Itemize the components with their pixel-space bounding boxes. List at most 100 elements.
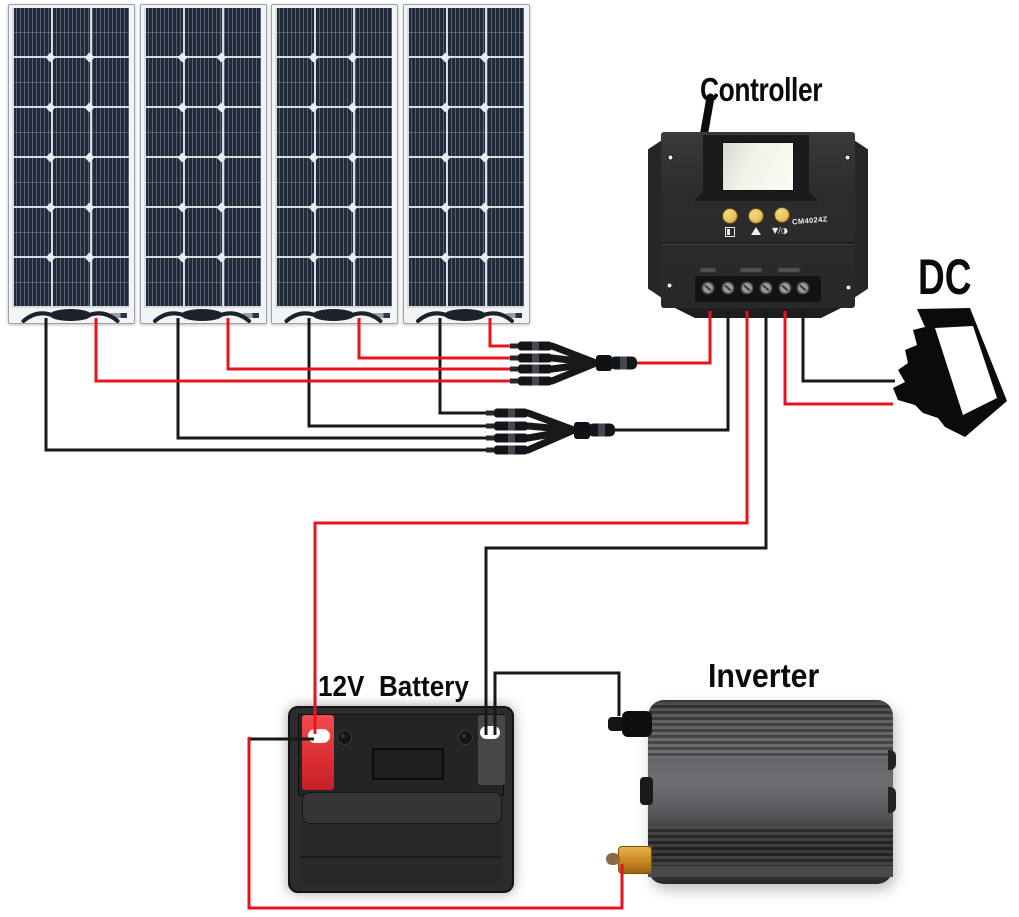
cell-diamond: [308, 102, 319, 113]
mc4-positive-output: [610, 356, 637, 370]
cell-diamond: [84, 52, 95, 63]
inverter-negative-terminal: [622, 711, 652, 737]
controller-mount-flange-right: [851, 138, 868, 300]
cell-diamond: [216, 252, 226, 263]
branch-arm: [524, 426, 578, 454]
mc4-positive-branch-body: [596, 355, 612, 371]
cell-diamond: [347, 252, 358, 263]
solar-panel-3: [271, 4, 398, 324]
controller-lcd-screen: [722, 142, 794, 191]
branch-arm: [548, 359, 600, 385]
cell-diamond: [440, 202, 450, 213]
panel-cells: [12, 8, 129, 308]
inverter-top-ribs: [648, 702, 893, 758]
controller-mount-hole: [666, 282, 673, 289]
mc4-positive-input-2: [518, 353, 552, 363]
cell-diamond: [347, 152, 358, 163]
controller-button-1: [723, 209, 737, 223]
mc4-positive-input-2-tip: [510, 355, 518, 361]
battery-label: 12V Battery: [318, 671, 469, 703]
cell-diamond: [308, 152, 319, 163]
inverter-bottom-ribs: [648, 826, 893, 866]
cell-diamond: [45, 152, 56, 163]
mc4-positive-output-ring: [620, 356, 627, 370]
mc4-negative-input-1-ring: [508, 408, 515, 418]
cell-diamond: [177, 102, 187, 113]
wire-panel3-negative: [307, 318, 496, 428]
battery-negative-slot: [480, 726, 500, 739]
wire-panel1-negative: [44, 318, 496, 452]
inverter-label: Inverter: [708, 657, 820, 694]
cell-diamond: [479, 202, 489, 213]
wire-controller-to-dc-positive: [783, 311, 893, 406]
cell-diamond: [216, 52, 226, 63]
battery-positive-slot: [308, 729, 330, 743]
cell-diamond: [479, 252, 489, 263]
cell-diamond: [177, 202, 187, 213]
battery-front-groove: [300, 856, 502, 858]
cell-diamond: [347, 202, 358, 213]
branch-arm: [548, 354, 600, 367]
controller-groove: [661, 242, 855, 245]
terminal-label-smudge: [740, 268, 762, 272]
branch-arm: [524, 426, 578, 442]
mc4-positive-input-3-tip: [510, 366, 518, 372]
dc-appliance-icon: [893, 308, 1007, 437]
cell-diamond: [440, 52, 450, 63]
mc4-negative-input-4-tip: [486, 447, 494, 453]
controller-button-2: [749, 209, 763, 223]
mc4-negative-output-ring: [598, 423, 605, 437]
cell-diamond: [440, 252, 450, 263]
wire-panel1-positive: [94, 318, 520, 383]
cell-diamond: [347, 52, 358, 63]
mc4-negative-input-2-tip: [486, 423, 494, 429]
wire-controller-to-dc-negative: [801, 311, 895, 383]
controller-terminal-screw-1: [703, 283, 713, 293]
inverter: [600, 695, 910, 895]
cell-diamond: [216, 102, 226, 113]
cell-diamond: [308, 202, 319, 213]
panel-logo: [242, 313, 259, 318]
controller-mount-hole: [667, 154, 674, 161]
cell-diamond: [479, 152, 489, 163]
controller-label: Controller: [700, 71, 823, 108]
controller-terminal-screw-5: [780, 283, 790, 293]
inverter-positive-terminal-tip: [606, 853, 620, 865]
solar-panel-4: [402, 4, 530, 324]
inverter-side-knob: [640, 777, 653, 805]
cell-diamond: [440, 102, 450, 113]
cell-diamond: [45, 252, 56, 263]
branch-arm: [548, 359, 600, 373]
terminal-label-smudge: [700, 268, 716, 272]
cell-diamond: [216, 152, 226, 163]
cell-diamond: [308, 252, 319, 263]
controller-terminal-screw-3: [742, 283, 752, 293]
controller-mount-hole: [845, 284, 852, 291]
charge-controller: ▼/◑ CM4024Z: [648, 92, 868, 318]
cell-diamond: [440, 152, 450, 163]
controller-mount-hole: [844, 154, 851, 161]
mc4-negative-input-4: [494, 445, 528, 455]
cell-diamond: [84, 252, 95, 263]
inverter-bottom-band: [648, 866, 893, 877]
mc4-negative-input-3-tip: [486, 435, 494, 441]
controller-terminal-screw-2: [723, 283, 733, 293]
cell-diamond: [84, 202, 95, 213]
mc4-positive-input-1: [518, 341, 552, 351]
mc4-negative-input-4-ring: [508, 445, 515, 455]
wire-panel2-negative: [176, 318, 496, 440]
wire-panel4-negative: [438, 318, 496, 415]
cell-diamond: [45, 52, 56, 63]
mc4-negative-input-3: [494, 433, 528, 443]
cell-diamond: [84, 152, 95, 163]
cell-diamond: [308, 52, 319, 63]
panel-logo: [374, 313, 390, 318]
branch-arm: [524, 409, 578, 434]
mc4-negative-input-2-ring: [508, 421, 515, 431]
mc4-negative-branch-body: [574, 422, 590, 439]
panel-cells: [143, 8, 261, 308]
battery-screw: [458, 730, 473, 745]
up-arrow-icon: [751, 227, 761, 235]
cell-diamond: [479, 52, 489, 63]
